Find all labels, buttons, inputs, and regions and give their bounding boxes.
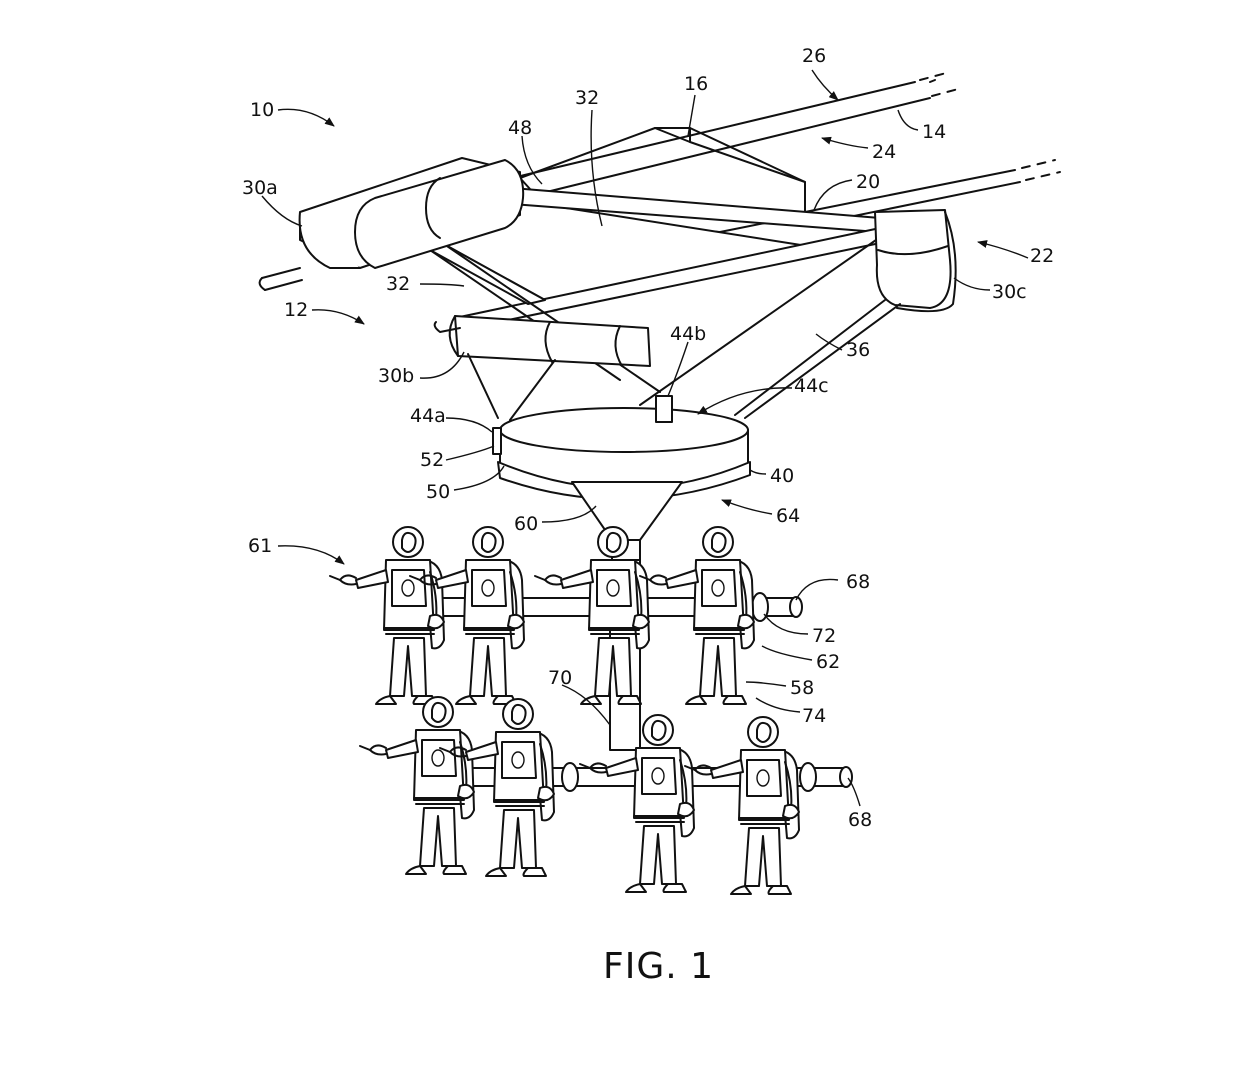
- leader-lines: [261, 69, 1029, 807]
- label-44c: 44c: [794, 375, 829, 397]
- label-24: 24: [872, 141, 896, 163]
- label-40: 40: [770, 465, 794, 487]
- label-30a: 30a: [242, 177, 278, 199]
- carriage: [492, 395, 751, 565]
- label-20: 20: [856, 171, 880, 193]
- label-32-top: 32: [575, 87, 599, 109]
- label-52: 52: [420, 449, 444, 471]
- label-44a: 44a: [410, 405, 446, 427]
- label-58: 58: [790, 677, 814, 699]
- label-44b: 44b: [670, 323, 706, 345]
- label-12: 12: [284, 299, 308, 321]
- label-68-lower: 68: [848, 809, 872, 831]
- rider-row-lower: [359, 696, 800, 895]
- label-74: 74: [802, 705, 826, 727]
- label-32-mid: 32: [386, 273, 410, 295]
- label-22: 22: [1030, 245, 1054, 267]
- label-68-upper: 68: [846, 571, 870, 593]
- reference-labels: 10 26 16 32 48 14 24 30a 20 22 30c 32 12…: [242, 45, 1054, 831]
- track-assembly: [258, 71, 1061, 421]
- label-72: 72: [812, 625, 836, 647]
- label-48: 48: [508, 117, 532, 139]
- label-16: 16: [684, 73, 708, 95]
- label-14: 14: [922, 121, 946, 143]
- label-70: 70: [548, 667, 572, 689]
- label-26: 26: [802, 45, 826, 67]
- label-30b: 30b: [378, 365, 414, 387]
- label-60: 60: [514, 513, 538, 535]
- label-10: 10: [250, 99, 274, 121]
- label-30c: 30c: [992, 281, 1027, 303]
- label-64: 64: [776, 505, 800, 527]
- label-50: 50: [426, 481, 450, 503]
- label-62: 62: [816, 651, 840, 673]
- label-61: 61: [248, 535, 272, 557]
- label-36: 36: [846, 339, 870, 361]
- figure-caption: FIG. 1: [603, 946, 714, 987]
